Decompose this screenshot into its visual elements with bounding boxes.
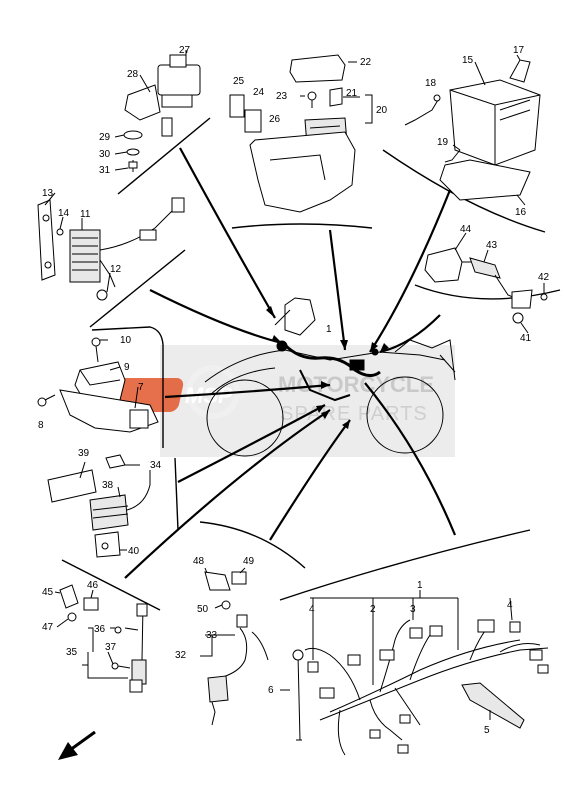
part-label-18: 18 <box>425 78 437 89</box>
motorcycle-outline <box>204 297 456 457</box>
part-label-16: 16 <box>515 207 527 218</box>
part-label-8: 8 <box>38 420 44 431</box>
part-label-15: 15 <box>462 55 474 66</box>
part-label-25: 25 <box>233 76 245 87</box>
group-lower-center-sensors <box>200 567 269 726</box>
part-label-50: 50 <box>197 604 209 615</box>
group-ecu-bracket <box>37 337 159 433</box>
part-label-39: 39 <box>78 448 90 459</box>
part-label-27: 27 <box>179 45 191 56</box>
watermark-line1: MOTORCYCLE <box>278 372 434 397</box>
rear-wheel <box>206 379 284 457</box>
part-label-1: 1 <box>417 580 423 591</box>
part-label-35: 35 <box>66 647 78 658</box>
part-label-30: 30 <box>99 149 111 160</box>
part-label-28: 28 <box>127 69 139 80</box>
part-label-45: 45 <box>42 587 54 598</box>
part-label-48: 48 <box>193 556 205 567</box>
group-battery <box>404 54 541 206</box>
part-label-38: 38 <box>102 480 114 491</box>
part-label-19: 19 <box>437 137 449 148</box>
part-label-40: 40 <box>128 546 140 557</box>
part-label-47: 47 <box>42 622 54 633</box>
part-label-33: 33 <box>206 630 218 641</box>
part-label-20: 20 <box>376 105 388 116</box>
group-ignition-coil <box>47 454 151 558</box>
part-label-26: 26 <box>269 114 281 125</box>
part-label-10: 10 <box>120 335 132 346</box>
part-label-14: 14 <box>58 208 70 219</box>
part-label-23: 23 <box>276 91 288 102</box>
leader-lines <box>124 147 457 579</box>
part-label-43: 43 <box>486 240 498 251</box>
part-label-11: 11 <box>80 209 91 220</box>
arrow-down-left-icon <box>58 730 96 760</box>
part-label-1-center: 1 <box>326 324 332 335</box>
front-wheel <box>366 376 444 454</box>
part-label-44: 44 <box>460 224 472 235</box>
watermark-line2: SPARE PARTS <box>280 403 428 425</box>
part-label-42: 42 <box>538 272 550 283</box>
part-number-labels: 1 1 2 3 4 4 5 6 7 8 9 10 11 12 13 14 15 … <box>38 45 550 736</box>
part-label-5: 5 <box>484 725 490 736</box>
part-label-34: 34 <box>150 460 162 471</box>
part-label-3: 3 <box>410 604 416 615</box>
part-label-9: 9 <box>124 362 130 373</box>
part-label-29: 29 <box>99 132 111 143</box>
part-label-7: 7 <box>138 382 144 393</box>
part-label-31: 31 <box>99 165 111 176</box>
part-label-36: 36 <box>94 624 106 635</box>
part-label-46: 46 <box>87 580 99 591</box>
part-label-6: 6 <box>268 685 274 696</box>
group-main-harness <box>280 590 549 756</box>
group-dividers <box>61 117 561 611</box>
watermark: MSP MOTORCYCLE SPARE PARTS <box>83 345 455 457</box>
group-rectifier <box>37 192 185 301</box>
part-label-24: 24 <box>253 87 265 98</box>
part-label-37: 37 <box>105 642 117 653</box>
part-label-21: 21 <box>346 88 358 99</box>
group-lower-left-sensors <box>54 584 148 693</box>
center-harness-bold <box>283 343 381 377</box>
group-sensor <box>424 232 548 334</box>
part-label-13: 13 <box>42 188 54 199</box>
part-label-49: 49 <box>243 556 255 567</box>
part-label-4-left: 4 <box>309 604 315 615</box>
group-fuse-box <box>229 54 373 213</box>
part-label-41: 41 <box>520 333 532 344</box>
part-label-2: 2 <box>370 604 376 615</box>
part-label-32: 32 <box>175 650 187 661</box>
part-label-22: 22 <box>360 57 372 68</box>
part-label-12: 12 <box>110 264 122 275</box>
group-starter-relay <box>114 50 201 172</box>
part-label-17: 17 <box>513 45 525 56</box>
part-label-4-right: 4 <box>507 600 513 611</box>
